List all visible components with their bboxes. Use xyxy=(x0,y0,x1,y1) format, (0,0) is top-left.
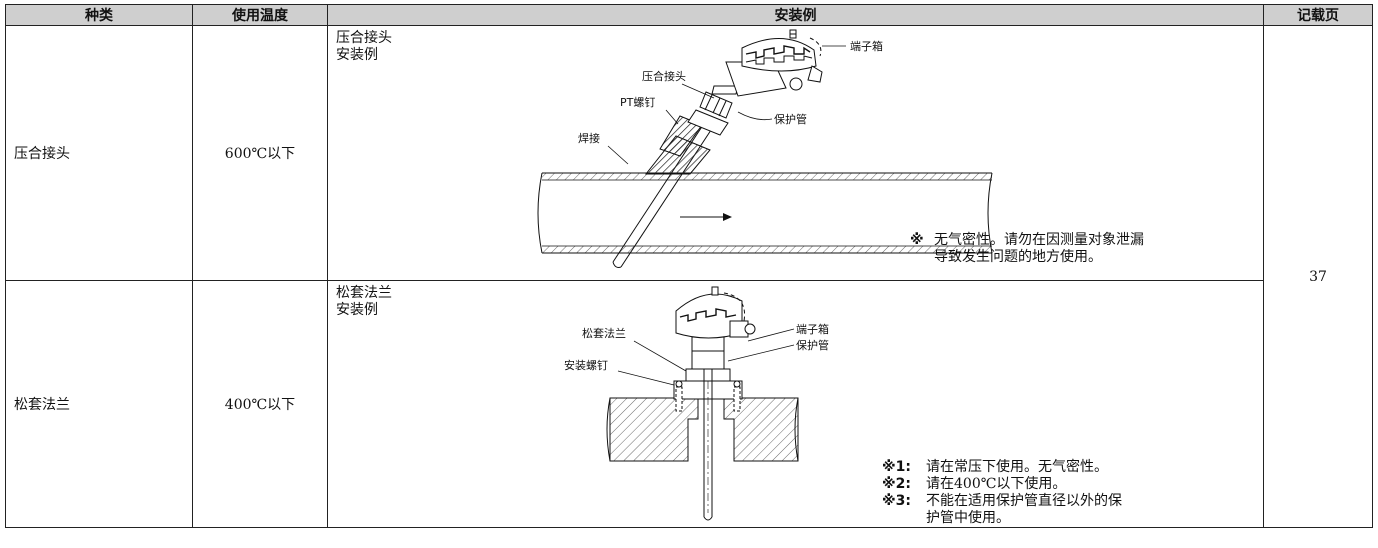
label-pt-screw: PT螺钉 xyxy=(620,96,655,109)
compression-fitting-diagram: 端子箱 压合接头 PT螺钉 保护管 焊接 xyxy=(537,29,993,268)
header-temp: 使用温度 xyxy=(192,4,328,26)
example-title: 松套法兰 安装例 xyxy=(336,285,392,318)
header-example: 安装例 xyxy=(327,4,1264,26)
note-text: 请在常压下使用。无气密性。 xyxy=(926,459,1108,475)
note-mark: ※3: xyxy=(882,493,911,509)
note-text: 请在400℃以下使用。 xyxy=(926,476,1067,492)
note-text-cont: 护管中使用。 xyxy=(926,510,1010,526)
label-protection-tube: 保护管 xyxy=(774,112,807,126)
type-cell: 松套法兰 xyxy=(5,280,193,528)
example-cell: 压合接头 安装例 xyxy=(327,25,1264,281)
header-type: 种类 xyxy=(5,4,193,26)
table-row: 松套法兰 400℃以下 松套法兰 安装例 xyxy=(5,280,1373,528)
header-row: 种类 使用温度 安装例 记载页 xyxy=(5,4,1373,26)
label-mounting-screw: 安装螺钉 xyxy=(564,358,608,372)
type-cell: 压合接头 xyxy=(5,25,193,281)
example-title: 压合接头 安装例 xyxy=(336,30,392,63)
header-page: 记载页 xyxy=(1263,4,1373,26)
example-cell: 松套法兰 安装例 xyxy=(327,280,1264,528)
note-text-cont: 导致发生问题的地方使用。 xyxy=(934,249,1102,265)
spec-table: 种类 使用温度 安装例 记载页 压合接头 600℃以下 压合接头 安装例 xyxy=(5,4,1373,528)
note-text: 无气密性。请勿在因测量对象泄漏 xyxy=(934,232,1144,248)
note-mark: ※1: xyxy=(882,459,911,475)
label-terminal-box: 端子箱 xyxy=(850,39,883,53)
label-weld: 焊接 xyxy=(578,131,600,145)
note-block: ※1: 请在常压下使用。无气密性。 ※2: 请在400℃以下使用。 ※3: 不能… xyxy=(882,459,1122,527)
temp-cell: 600℃以下 xyxy=(192,25,328,281)
table-row: 压合接头 600℃以下 压合接头 安装例 xyxy=(5,25,1373,528)
page-cell: 37 xyxy=(1263,25,1373,528)
label-compression-fitting: 压合接头 xyxy=(642,69,686,83)
label-terminal-box: 端子箱 xyxy=(796,322,829,336)
note-mark: ※2: xyxy=(882,476,911,492)
note-mark: ※ xyxy=(910,232,924,248)
loose-flange-diagram: 松套法兰 端子箱 保护管 安装螺钉 xyxy=(564,286,829,521)
note-text: 不能在适用保护管直径以外的保 xyxy=(926,493,1122,509)
label-protection-tube: 保护管 xyxy=(796,338,829,352)
label-loose-flange: 松套法兰 xyxy=(582,326,626,340)
temp-cell: 400℃以下 xyxy=(192,280,328,528)
note-block: ※ 无气密性。请勿在因测量对象泄漏 导致发生问题的地方使用。 xyxy=(910,232,1144,266)
